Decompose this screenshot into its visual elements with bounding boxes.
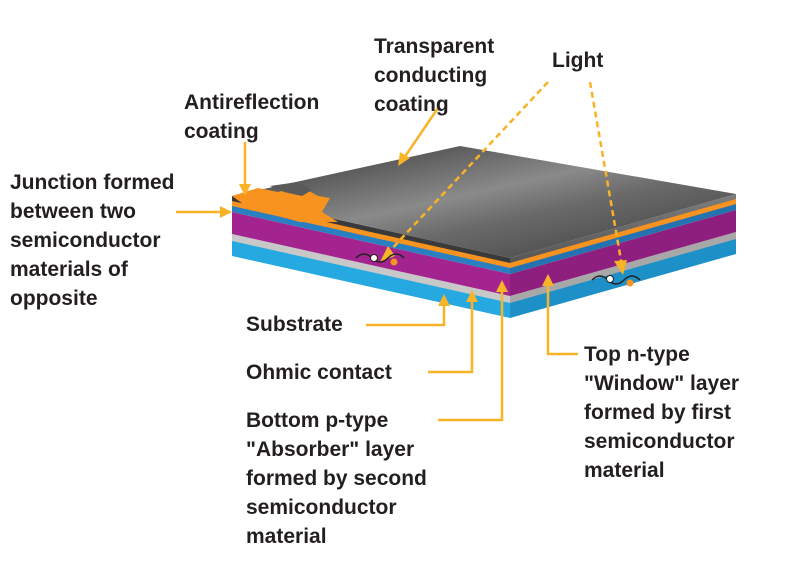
absorber-layer-front xyxy=(232,212,510,296)
label-junction-line-4: materials of xyxy=(10,258,128,281)
carrier-squiggle-left xyxy=(355,253,405,263)
arrowhead-transparent-coating xyxy=(398,152,410,166)
leader-ohmic-contact xyxy=(428,298,474,374)
label-absorber-line-4: semiconductor xyxy=(246,496,397,519)
label-transparent-coating-line-2: conducting xyxy=(374,64,488,87)
label-absorber: Bottom p-type "Absorber" layer formed by… xyxy=(246,406,427,551)
label-window: Top n-type "Window" layer formed by firs… xyxy=(584,340,739,485)
substrate-layer-right xyxy=(510,238,736,318)
leader-substrate xyxy=(366,302,446,327)
leader-transparent-coating xyxy=(402,107,440,159)
charge-carriers xyxy=(355,253,641,287)
light-rays xyxy=(385,81,624,267)
arrowhead-junction xyxy=(220,206,232,218)
label-absorber-line-2: "Absorber" layer xyxy=(246,438,415,461)
label-window-line-2: "Window" layer xyxy=(584,372,740,395)
ohmic-contact-layer-front xyxy=(232,234,510,303)
antireflection-patch xyxy=(232,186,338,222)
window-layer-front xyxy=(232,205,510,274)
label-transparent-coating-line-3: coating xyxy=(374,93,449,116)
hole-dot-left xyxy=(390,258,398,266)
label-transparent-coating-line-1: Transparent xyxy=(374,35,495,58)
label-absorber-line-1: Bottom p-type xyxy=(246,409,389,432)
label-junction-line-3: semiconductor xyxy=(10,229,161,252)
light-ray-arrowheads xyxy=(380,246,627,275)
label-window-line-1: Top n-type xyxy=(584,343,690,366)
label-junction-line-5: opposite xyxy=(10,287,98,310)
label-ohmic-contact: Ohmic contact xyxy=(246,358,392,387)
light-arrowhead-right xyxy=(614,260,627,275)
window-layer-right xyxy=(510,203,736,274)
label-ohmic-contact-text: Ohmic contact xyxy=(246,361,392,384)
label-absorber-line-3: formed by second xyxy=(246,467,427,490)
antireflection-peel-edge xyxy=(270,182,312,196)
top-coating-surface xyxy=(232,146,736,258)
label-window-line-3: formed by first xyxy=(584,401,732,424)
light-ray-right xyxy=(588,81,624,267)
absorber-layer-right xyxy=(510,210,736,296)
substrate-layer-front xyxy=(232,240,510,318)
label-junction-line-1: Junction formed xyxy=(10,171,175,194)
label-window-line-5: material xyxy=(584,459,665,482)
label-transparent-coating: Transparent conducting coating xyxy=(374,32,494,119)
carrier-squiggle-right xyxy=(591,275,641,285)
label-light-text: Light xyxy=(552,49,604,72)
junction-band-right xyxy=(510,198,736,268)
electron-dot-right xyxy=(606,275,614,283)
top-coating-edge-right xyxy=(510,194,736,263)
arrowhead-absorber xyxy=(496,280,508,292)
arrowhead-ohmic-contact xyxy=(466,290,478,302)
label-junction: Junction formed between two semiconducto… xyxy=(10,168,175,313)
arrowhead-window xyxy=(542,274,554,286)
electron-dot-left xyxy=(370,254,378,262)
leader-absorber xyxy=(438,288,504,422)
leader-arrowheads xyxy=(220,152,554,306)
leader-window xyxy=(546,282,578,356)
label-window-line-4: semiconductor xyxy=(584,430,735,453)
arrowhead-antireflection xyxy=(239,184,251,196)
leader-lines xyxy=(176,107,578,422)
hole-dot-right xyxy=(626,279,634,287)
label-absorber-line-5: material xyxy=(246,525,327,548)
light-arrowhead-left xyxy=(380,246,395,262)
label-antireflection: Antireflection coating xyxy=(184,88,319,146)
label-junction-line-2: between two xyxy=(10,200,137,223)
cell-right-layers xyxy=(510,194,736,318)
label-substrate-text: Substrate xyxy=(246,313,343,336)
arrowhead-substrate xyxy=(438,294,450,306)
label-antireflection-line-2: coating xyxy=(184,120,259,143)
label-antireflection-line-1: Antireflection xyxy=(184,91,320,114)
label-light: Light xyxy=(552,46,603,75)
label-substrate: Substrate xyxy=(246,310,343,339)
